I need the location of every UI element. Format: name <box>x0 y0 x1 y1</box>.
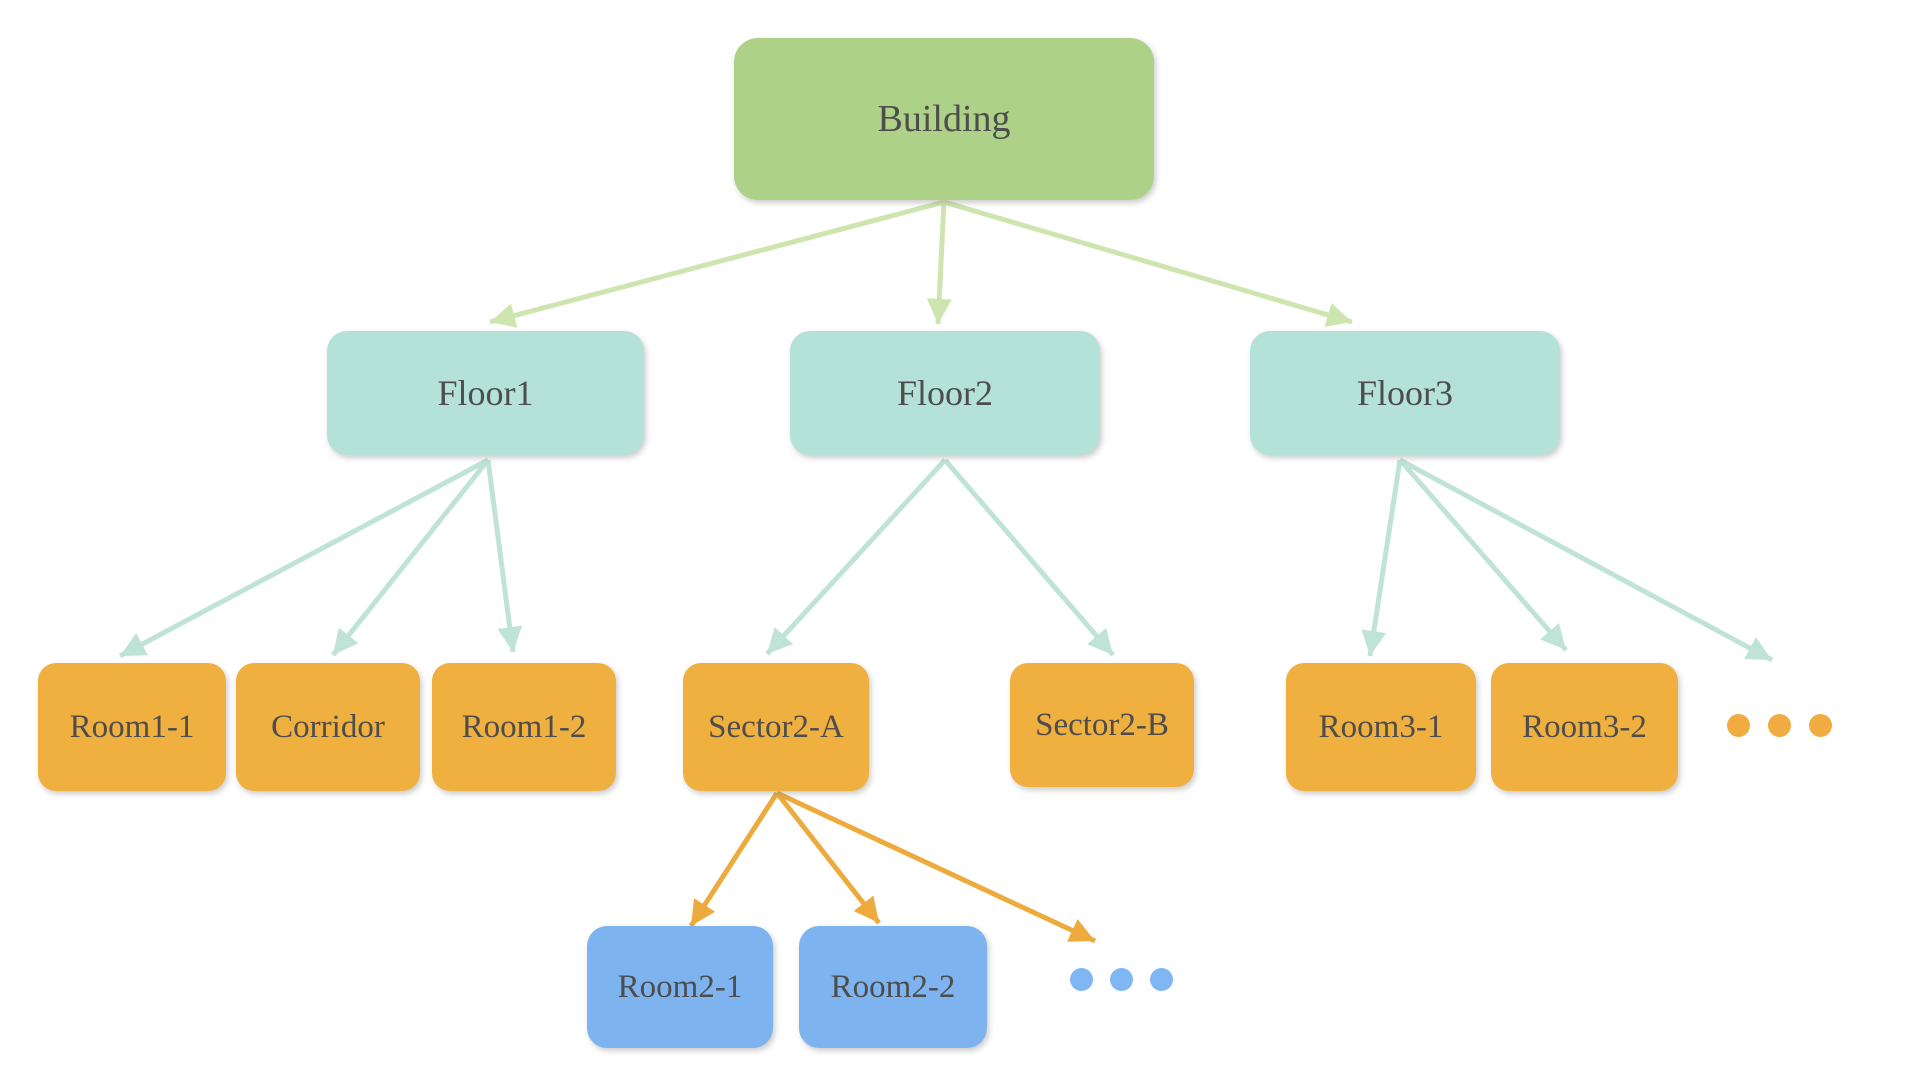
node-room3-1-label: Room3-1 <box>1318 708 1444 745</box>
edge-floor1-corridor <box>331 458 490 657</box>
node-corridor: Corridor <box>236 663 420 791</box>
node-sector2-a: Sector2-A <box>683 663 869 791</box>
node-floor2: Floor2 <box>790 331 1100 455</box>
node-room2-2: Room2-2 <box>799 926 987 1048</box>
ellipsis-dot <box>1150 968 1173 991</box>
edge-sector2a-room2-2 <box>775 791 881 925</box>
node-corridor-label: Corridor <box>271 708 385 745</box>
node-floor1-label: Floor1 <box>437 373 534 413</box>
edge-building-floor1 <box>489 199 945 328</box>
edge-floor1-room1-2 <box>485 459 523 653</box>
ellipsis-dot <box>1768 714 1791 737</box>
edge-floor2-sector2-b <box>943 458 1115 657</box>
edge-floor3-more <box>1398 457 1774 663</box>
edge-floor3-room3-2 <box>1398 458 1568 652</box>
edge-floor3-room3-1 <box>1361 459 1403 657</box>
floor3-ellipsis-dots <box>1727 714 1832 737</box>
node-room3-2-label: Room3-2 <box>1522 708 1647 745</box>
edge-building-floor3 <box>943 199 1353 327</box>
ellipsis-dot <box>1070 968 1093 991</box>
node-room1-2: Room1-2 <box>432 663 616 791</box>
node-room3-2: Room3-2 <box>1491 663 1678 791</box>
node-floor3-label: Floor3 <box>1356 373 1453 413</box>
edge-floor1-room1-1 <box>118 457 490 659</box>
node-room1-1: Room1-1 <box>38 663 226 791</box>
node-sector2-b-label: Sector2-B <box>1035 706 1169 743</box>
sector2a-ellipsis-dots <box>1070 968 1173 991</box>
edge-building-floor2 <box>926 201 952 325</box>
node-room2-1-label: Room2-1 <box>617 968 743 1005</box>
node-building: Building <box>734 38 1154 200</box>
node-room2-1: Room2-1 <box>587 926 773 1048</box>
ellipsis-dot <box>1809 714 1832 737</box>
node-floor1: Floor1 <box>327 331 644 455</box>
node-room1-1-label: Room1-1 <box>69 708 195 745</box>
edge-sector2a-more <box>775 790 1097 944</box>
node-floor3: Floor3 <box>1250 331 1560 455</box>
node-sector2-a-label: Sector2-A <box>708 708 844 745</box>
node-building-label: Building <box>877 98 1011 140</box>
ellipsis-dot <box>1727 714 1750 737</box>
node-room2-2-label: Room2-2 <box>830 968 956 1005</box>
node-room1-2-label: Room1-2 <box>461 708 587 745</box>
ellipsis-dot <box>1110 968 1133 991</box>
edge-sector2a-room2-1 <box>688 791 780 928</box>
node-room3-1: Room3-1 <box>1286 663 1476 791</box>
node-sector2-b: Sector2-B <box>1010 663 1194 787</box>
edge-floor2-sector2-a <box>765 458 947 656</box>
node-floor2-label: Floor2 <box>896 373 993 413</box>
